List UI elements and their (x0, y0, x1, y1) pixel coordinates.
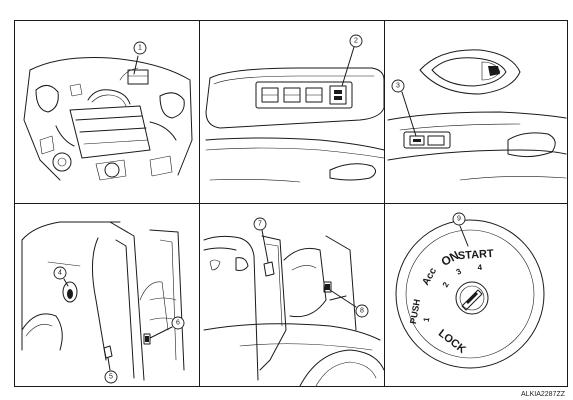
callout-5: 5 (104, 370, 118, 384)
panel-window-main-switch: 2 (205, 34, 385, 183)
ignition-acc-label: Acc (420, 266, 439, 288)
ignition-dial-drawing (395, 219, 545, 369)
callout-6-label: 6 (176, 320, 180, 327)
callout-3-label: 3 (396, 83, 400, 90)
callout-8: 8 (355, 304, 369, 318)
panel-ignition-cylinder: START ON Acc PUSH LOCK 1 2 3 4 9 (395, 212, 545, 369)
callout-2-label: 2 (354, 38, 358, 45)
callout-8-leader (329, 289, 357, 308)
ignition-start-label: START (457, 248, 494, 262)
callout-6: 6 (171, 316, 185, 330)
callout-3: 3 (391, 79, 405, 93)
callout-2-leader (341, 46, 355, 87)
sub-switch-drawing (387, 49, 567, 181)
callout-8-label: 8 (360, 308, 364, 315)
callout-3-leader (401, 91, 417, 137)
callout-4: 4 (53, 266, 67, 280)
callout-4-label: 4 (58, 270, 62, 277)
ignition-pos-3: 3 (455, 267, 464, 277)
callout-2: 2 (349, 34, 363, 48)
callout-1-leader (133, 55, 139, 75)
callout-4-leader (63, 278, 69, 287)
panel-rear-door: 7 8 (203, 217, 385, 387)
callout-1: 1 (133, 41, 147, 55)
panel-front-door: 4 5 6 (21, 221, 185, 384)
figure-reference-code: ALKIA2287ZZ (521, 391, 565, 398)
panel-window-sub-switch: 3 (387, 49, 567, 181)
ignition-pos-2: 2 (441, 280, 451, 289)
ignition-pos-1: 1 (422, 316, 432, 322)
rear-door-drawing (203, 235, 385, 387)
callout-5-label: 5 (109, 374, 113, 381)
callout-5-leader (107, 357, 111, 371)
front-door-drawing (21, 221, 185, 381)
callout-9-label: 9 (457, 216, 461, 223)
callout-6-leader (149, 326, 173, 339)
callout-1-label: 1 (138, 45, 142, 52)
callout-9-leader (459, 225, 469, 247)
main-switch-drawing (205, 67, 385, 183)
panel-frames (14, 20, 568, 387)
ignition-push-label: PUSH (408, 298, 422, 324)
callout-7: 7 (253, 217, 267, 231)
callout-9: 9 (452, 212, 466, 226)
ignition-pos-4: 4 (477, 263, 483, 272)
panel-engine-bay: 1 (23, 41, 193, 181)
ignition-lock-label: LOCK (436, 327, 468, 356)
callout-7-leader (261, 229, 269, 263)
callout-7-label: 7 (258, 221, 262, 228)
engine-bay-drawing (23, 57, 193, 181)
